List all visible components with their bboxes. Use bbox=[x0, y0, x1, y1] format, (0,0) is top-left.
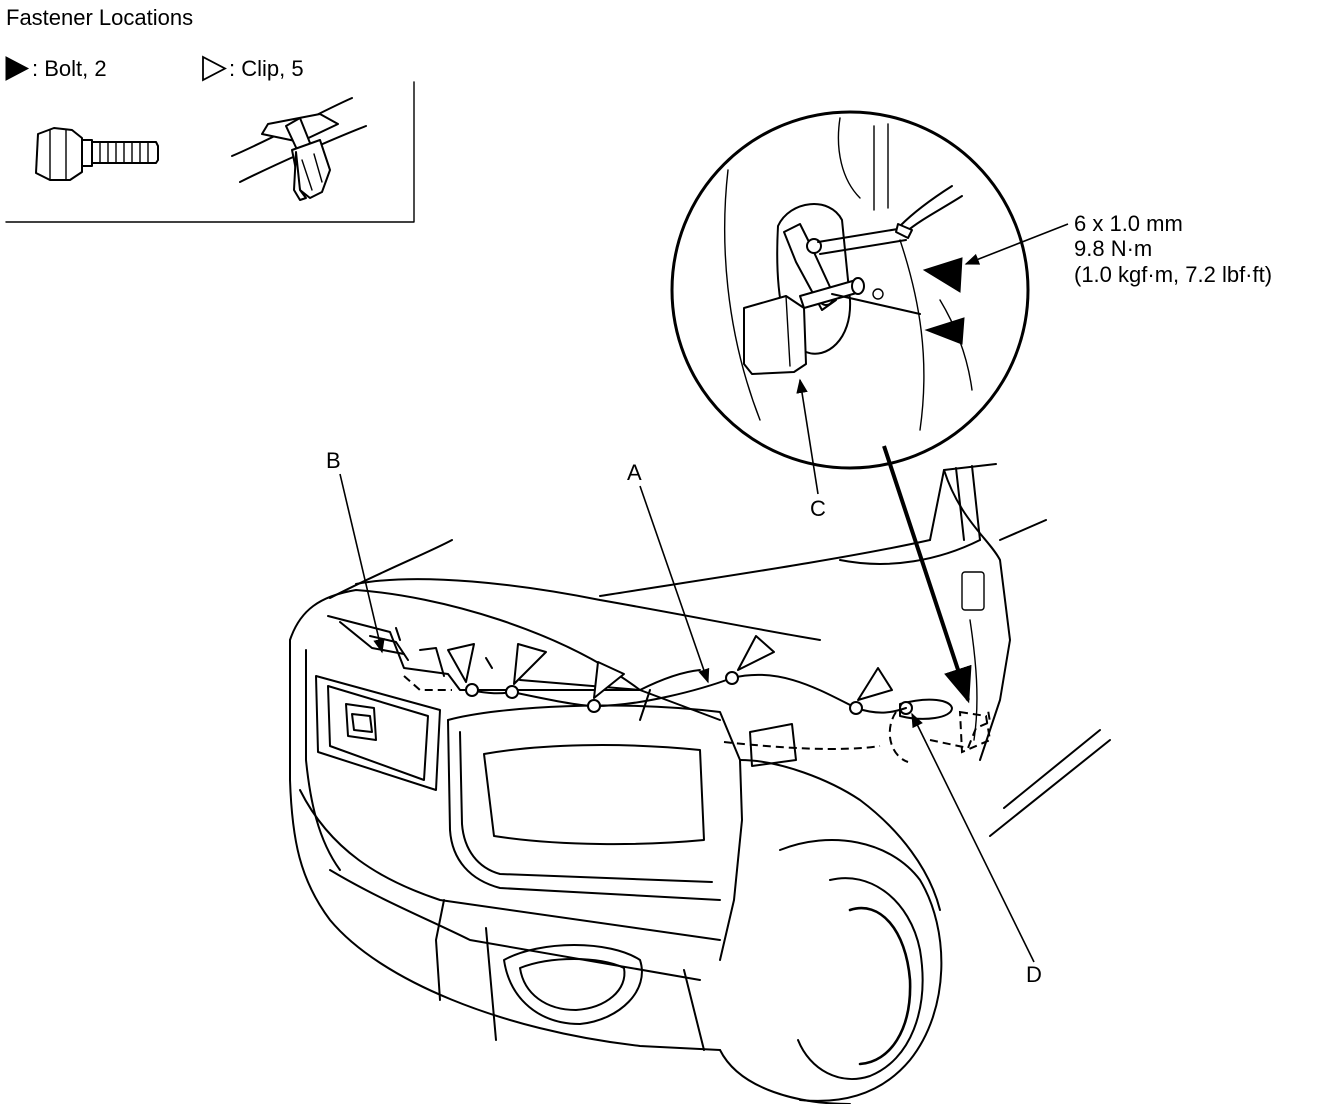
leader-c bbox=[796, 378, 819, 495]
callout-c: C bbox=[810, 496, 826, 521]
legend-bolt-label: : Bolt, 2 bbox=[32, 56, 107, 81]
detail-view bbox=[670, 110, 1030, 470]
detail-connector bbox=[882, 445, 972, 704]
outline-triangle-icon bbox=[202, 55, 227, 82]
callout-d: D bbox=[1026, 962, 1042, 987]
clip-marker-4 bbox=[737, 635, 775, 671]
bolt-marker-2 bbox=[924, 317, 965, 345]
legend-clip-label: : Clip, 5 bbox=[229, 56, 304, 81]
clip-point-1 bbox=[465, 683, 479, 697]
clip-point-2 bbox=[505, 685, 519, 699]
bolt-marker-1 bbox=[922, 257, 963, 293]
bolt-icon bbox=[35, 127, 159, 181]
torque-leader bbox=[964, 223, 1069, 265]
page-title: Fastener Locations bbox=[6, 5, 193, 30]
torque-size: 6 x 1.0 mm bbox=[1074, 211, 1183, 236]
clip-marker-3 bbox=[593, 661, 625, 699]
harness-a bbox=[465, 671, 907, 715]
legend-frame bbox=[5, 81, 415, 223]
vehicle-front bbox=[289, 463, 1111, 1104]
filled-triangle-icon bbox=[5, 56, 30, 81]
clip-markers bbox=[447, 635, 893, 701]
leader-b bbox=[339, 473, 385, 654]
clip-icon bbox=[231, 97, 367, 201]
callout-a: A bbox=[627, 460, 642, 485]
clip-marker-5 bbox=[857, 667, 893, 701]
legend-bolt: : Bolt, 2 bbox=[5, 56, 107, 81]
clip-marker-2 bbox=[513, 643, 547, 685]
callout-b: B bbox=[326, 448, 341, 473]
clip-point-5 bbox=[849, 701, 863, 715]
torque-nm: 9.8 N·m bbox=[1074, 236, 1152, 261]
clip-marker-1 bbox=[447, 643, 475, 683]
legend-clip: : Clip, 5 bbox=[202, 55, 304, 82]
leader-a bbox=[639, 485, 710, 684]
leader-d bbox=[911, 712, 1035, 963]
torque-alt: (1.0 kgf·m, 7.2 lbf·ft) bbox=[1074, 262, 1272, 287]
clip-point-4 bbox=[725, 671, 739, 685]
torque-spec: 6 x 1.0 mm 9.8 N·m (1.0 kgf·m, 7.2 lbf·f… bbox=[1074, 211, 1272, 287]
clip-point-3 bbox=[587, 699, 601, 713]
